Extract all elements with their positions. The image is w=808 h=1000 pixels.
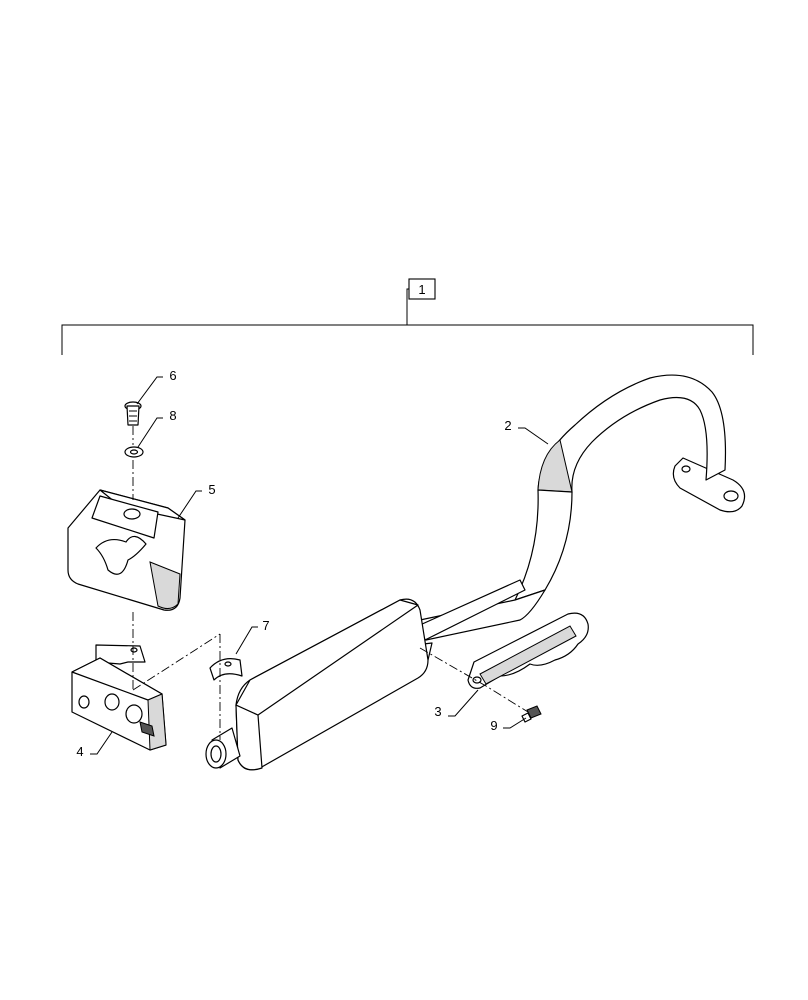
assembly-bracket: 1 [61, 278, 754, 355]
latch-item-4: 4 [71, 644, 167, 759]
callout-1: 1 [418, 282, 425, 297]
screw-item-6: 6 [124, 368, 177, 426]
callout-3: 3 [434, 704, 441, 719]
grip-item-3: 3 [434, 612, 589, 719]
callout-5: 5 [208, 482, 215, 497]
callout-7: 7 [262, 618, 269, 633]
callout-2: 2 [504, 418, 511, 433]
callout-9: 9 [490, 718, 497, 733]
washer-item-8: 8 [124, 408, 177, 458]
clip-item-7: 7 [209, 618, 270, 681]
callout-4: 4 [76, 744, 83, 759]
callout-6: 6 [169, 368, 176, 383]
handle-tube-assembly: 2 [205, 374, 746, 771]
cover-item-5: 5 [67, 482, 216, 611]
screw-item-9: 9 [490, 705, 542, 733]
callout-8: 8 [169, 408, 176, 423]
